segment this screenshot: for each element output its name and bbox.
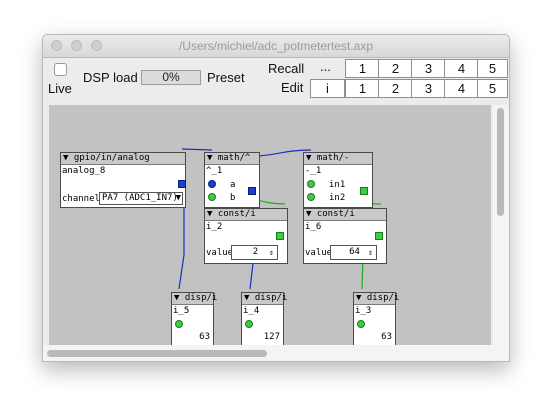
subtract-object-name: -_1	[305, 166, 322, 176]
display-i5-type: disp/i	[184, 293, 218, 303]
const-2-object[interactable]: ▼ const/i i_2 value 2 ⇕	[204, 208, 288, 264]
subtract-inlet-in2-label: in2	[329, 193, 346, 203]
patch-window: /Users/michiel/adc_potmetertest.axp Live…	[42, 34, 510, 362]
display-i4-inlet[interactable]	[245, 320, 253, 328]
const-2-object-header[interactable]: ▼ const/i	[205, 209, 287, 221]
minimize-window-button[interactable]	[71, 40, 82, 51]
const-64-object-header[interactable]: ▼ const/i	[304, 209, 386, 221]
const-64-outlet[interactable]	[375, 232, 383, 240]
analog-object-header[interactable]: ▼ gpio/in/analog	[61, 153, 185, 165]
pow-object-name: ^_1	[206, 166, 223, 176]
window-title: /Users/michiel/adc_potmetertest.axp	[178, 39, 374, 53]
const-64-object[interactable]: ▼ const/i i_6 value 64 ⇕	[303, 208, 387, 264]
analog-object-name: analog_8	[62, 166, 106, 176]
channel-label: channel	[62, 194, 100, 204]
display-i5-value: 63	[199, 332, 210, 342]
up-down-arrows-icon[interactable]: ⇕	[368, 248, 373, 257]
display-i3-value: 63	[381, 332, 392, 342]
display-i4-name: i_4	[243, 306, 260, 316]
subtract-outlet[interactable]	[360, 187, 368, 195]
display-i5-name: i_5	[173, 306, 190, 316]
recall-preset-1-button[interactable]: 1	[345, 59, 380, 78]
vertical-scrollbar[interactable]	[493, 105, 509, 345]
const-64-value: 64	[349, 247, 360, 257]
channel-select-value: PA7 (ADC1_IN7)	[102, 193, 178, 203]
display-i3-header[interactable]: ▼ disp/i	[354, 293, 400, 305]
analog-object-type: gpio/in/analog	[73, 153, 150, 163]
analog-input-object[interactable]: ▼ gpio/in/analog analog_8 channel PA7 (A…	[60, 152, 186, 208]
edit-preset-5-button[interactable]: 5	[477, 79, 508, 98]
const-64-object-type: const/i	[316, 209, 355, 219]
subtract-object[interactable]: ▼ math/- -_1 in1 in2	[303, 152, 373, 208]
const-64-object-name: i_6	[305, 222, 322, 232]
wire-analog-to-pow-a	[181, 148, 213, 151]
recall-preset-3-button[interactable]: 3	[411, 59, 446, 78]
pow-object[interactable]: ▼ math/^ ^_1 a b	[204, 152, 260, 208]
close-window-button[interactable]	[51, 40, 62, 51]
dsp-load-meter: 0%	[141, 70, 201, 85]
display-i4-value: 127	[263, 332, 280, 342]
dsp-load-label: DSP load	[83, 70, 138, 85]
edit-preset-3-button[interactable]: 3	[411, 79, 446, 98]
pow-object-header[interactable]: ▼ math/^	[205, 153, 259, 165]
title-bar: /Users/michiel/adc_potmetertest.axp	[43, 35, 509, 58]
display-i4-object[interactable]: ▼ disp/i i_4 127	[241, 292, 288, 348]
horizontal-scrollbar[interactable]	[43, 345, 509, 361]
const-2-value-label: value	[206, 248, 234, 258]
edit-preset-4-button[interactable]: 4	[444, 79, 479, 98]
recall-preset-2-button[interactable]: 2	[378, 59, 413, 78]
chevron-down-icon: ▼	[175, 193, 181, 203]
const-2-value-spinner[interactable]: 2 ⇕	[231, 245, 278, 260]
recall-preset-4-button[interactable]: 4	[444, 59, 479, 78]
edit-label: Edit	[281, 80, 304, 95]
subtract-inlet-in2[interactable]	[307, 193, 315, 201]
subtract-object-type: math/-	[316, 153, 350, 163]
edit-init-button[interactable]: i	[310, 79, 345, 98]
vertical-scroll-thumb[interactable]	[497, 108, 504, 216]
pow-inlet-a[interactable]	[208, 180, 216, 188]
edit-preset-2-button[interactable]: 2	[378, 79, 413, 98]
recall-preset-5-button[interactable]: 5	[477, 59, 508, 78]
pow-inlet-b-label: b	[230, 193, 236, 203]
live-checkbox[interactable]	[54, 63, 67, 76]
horizontal-scroll-thumb[interactable]	[47, 350, 267, 357]
up-down-arrows-icon[interactable]: ⇕	[269, 248, 274, 257]
subtract-inlet-in1[interactable]	[307, 180, 315, 188]
const-2-object-name: i_2	[206, 222, 223, 232]
pow-inlet-a-label: a	[230, 180, 236, 190]
const-2-outlet[interactable]	[276, 232, 284, 240]
live-label: Live	[48, 81, 72, 96]
wire-pow-to-sub-in1	[255, 149, 312, 157]
const-64-value-spinner[interactable]: 64 ⇕	[330, 245, 377, 260]
pow-object-type: math/^	[217, 153, 251, 163]
display-i4-header[interactable]: ▼ disp/i	[242, 293, 288, 305]
const-64-value-label: value	[305, 248, 333, 258]
display-i3-object[interactable]: ▼ disp/i i_3 63	[353, 292, 400, 348]
display-i5-inlet[interactable]	[175, 320, 183, 328]
analog-outlet[interactable]	[178, 180, 186, 188]
edit-preset-1-button[interactable]: 1	[345, 79, 380, 98]
const-2-object-type: const/i	[217, 209, 256, 219]
display-i3-inlet[interactable]	[357, 320, 365, 328]
display-i4-type: disp/i	[254, 293, 288, 303]
pow-inlet-b[interactable]	[208, 193, 216, 201]
display-i5-header[interactable]: ▼ disp/i	[172, 293, 218, 305]
channel-select[interactable]: PA7 (ADC1_IN7) ▼	[99, 192, 183, 205]
recall-dots: ...	[320, 59, 331, 74]
const-2-value: 2	[252, 247, 259, 257]
display-i5-object[interactable]: ▼ disp/i i_5 63	[171, 292, 218, 348]
zoom-window-button[interactable]	[91, 40, 102, 51]
patch-canvas[interactable]: ▼ gpio/in/analog analog_8 channel PA7 (A…	[49, 105, 491, 348]
recall-label: Recall	[268, 61, 305, 76]
preset-label: Preset	[207, 70, 245, 85]
pow-outlet[interactable]	[248, 187, 256, 195]
subtract-object-header[interactable]: ▼ math/-	[304, 153, 372, 165]
display-i3-type: disp/i	[366, 293, 400, 303]
subtract-inlet-in1-label: in1	[329, 180, 346, 190]
display-i3-name: i_3	[355, 306, 372, 316]
